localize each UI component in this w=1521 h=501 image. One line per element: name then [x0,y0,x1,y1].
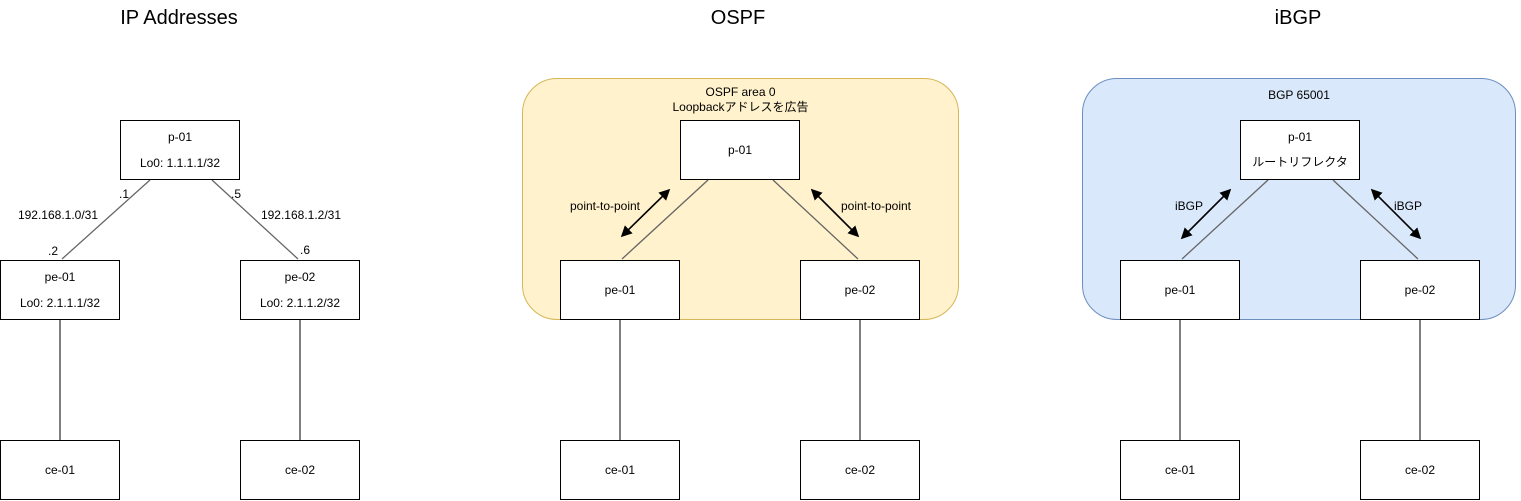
ospf-p2p-label-left: point-to-point [569,199,641,213]
ip-subnet-label-left: 192.168.1.0/31 [17,208,99,222]
ospf-diagram-title: OSPF [710,7,766,29]
ibgp-node-pe-01: pe-01 [1120,260,1240,320]
node-loopback-label: Lo0: 2.1.1.2/32 [259,296,341,310]
ibgp-session-label-left: iBGP [1174,199,1203,213]
ospf-area-label: OSPF area 0 Loopbackアドレスを広告 [523,85,958,115]
node-name-label: ce-02 [844,463,876,477]
bgp-as-label: BGP 65001 [1268,88,1330,102]
ip-if-label-p01-left: .1 [118,187,129,201]
node-loopback-label: Lo0: 2.1.1.1/32 [19,296,101,310]
ip-node-ce-01: ce-01 [0,440,120,500]
ibgp-node-ce-02: ce-02 [1360,440,1480,500]
node-role-label: ルートリフレクタ [1252,155,1348,169]
ip-node-p-01: p-01 Lo0: 1.1.1.1/32 [120,120,240,180]
ospf-node-ce-02: ce-02 [800,440,920,500]
ospf-node-ce-01: ce-01 [560,440,680,500]
ibgp-node-pe-02: pe-02 [1360,260,1480,320]
node-name-label: pe-01 [1164,283,1196,297]
ospf-area-label-line1: OSPF area 0 [705,85,776,99]
ibgp-node-ce-01: ce-01 [1120,440,1240,500]
node-name-label: pe-01 [604,283,636,297]
node-name-label: ce-01 [604,463,636,477]
ip-if-label-p01-right: .5 [230,187,241,201]
ospf-node-p-01: p-01 [680,120,800,180]
ip-node-ce-02: ce-02 [240,440,360,500]
node-name-label: p-01 [167,130,193,144]
ospf-node-pe-01: pe-01 [560,260,680,320]
node-name-label: ce-02 [284,463,316,477]
node-name-label: pe-01 [44,270,76,284]
ip-if-label-pe02: .6 [299,243,310,257]
node-name-label: p-01 [1287,130,1313,144]
ibgp-session-label-right: iBGP [1393,199,1422,213]
ibgp-diagram-title: iBGP [1274,7,1322,29]
ospf-p2p-label-right: point-to-point [840,199,912,213]
ip-node-pe-02: pe-02 Lo0: 2.1.1.2/32 [240,260,360,320]
ospf-node-pe-02: pe-02 [800,260,920,320]
ibgp-node-p-01: p-01 ルートリフレクタ [1240,120,1360,180]
ip-subnet-label-right: 192.168.1.2/31 [260,208,342,222]
node-name-label: p-01 [727,143,753,157]
ospf-area-label-line2: Loopbackアドレスを広告 [672,100,809,114]
ip-if-label-pe01: .2 [47,244,58,258]
node-name-label: ce-01 [44,463,76,477]
node-name-label: pe-02 [844,283,876,297]
node-name-label: pe-02 [284,270,316,284]
node-loopback-label: Lo0: 1.1.1.1/32 [139,156,221,170]
node-name-label: ce-02 [1404,463,1436,477]
node-name-label: ce-01 [1164,463,1196,477]
ip-diagram-title: IP Addresses [120,7,238,29]
ip-node-pe-01: pe-01 Lo0: 2.1.1.1/32 [0,260,120,320]
node-name-label: pe-02 [1404,283,1436,297]
